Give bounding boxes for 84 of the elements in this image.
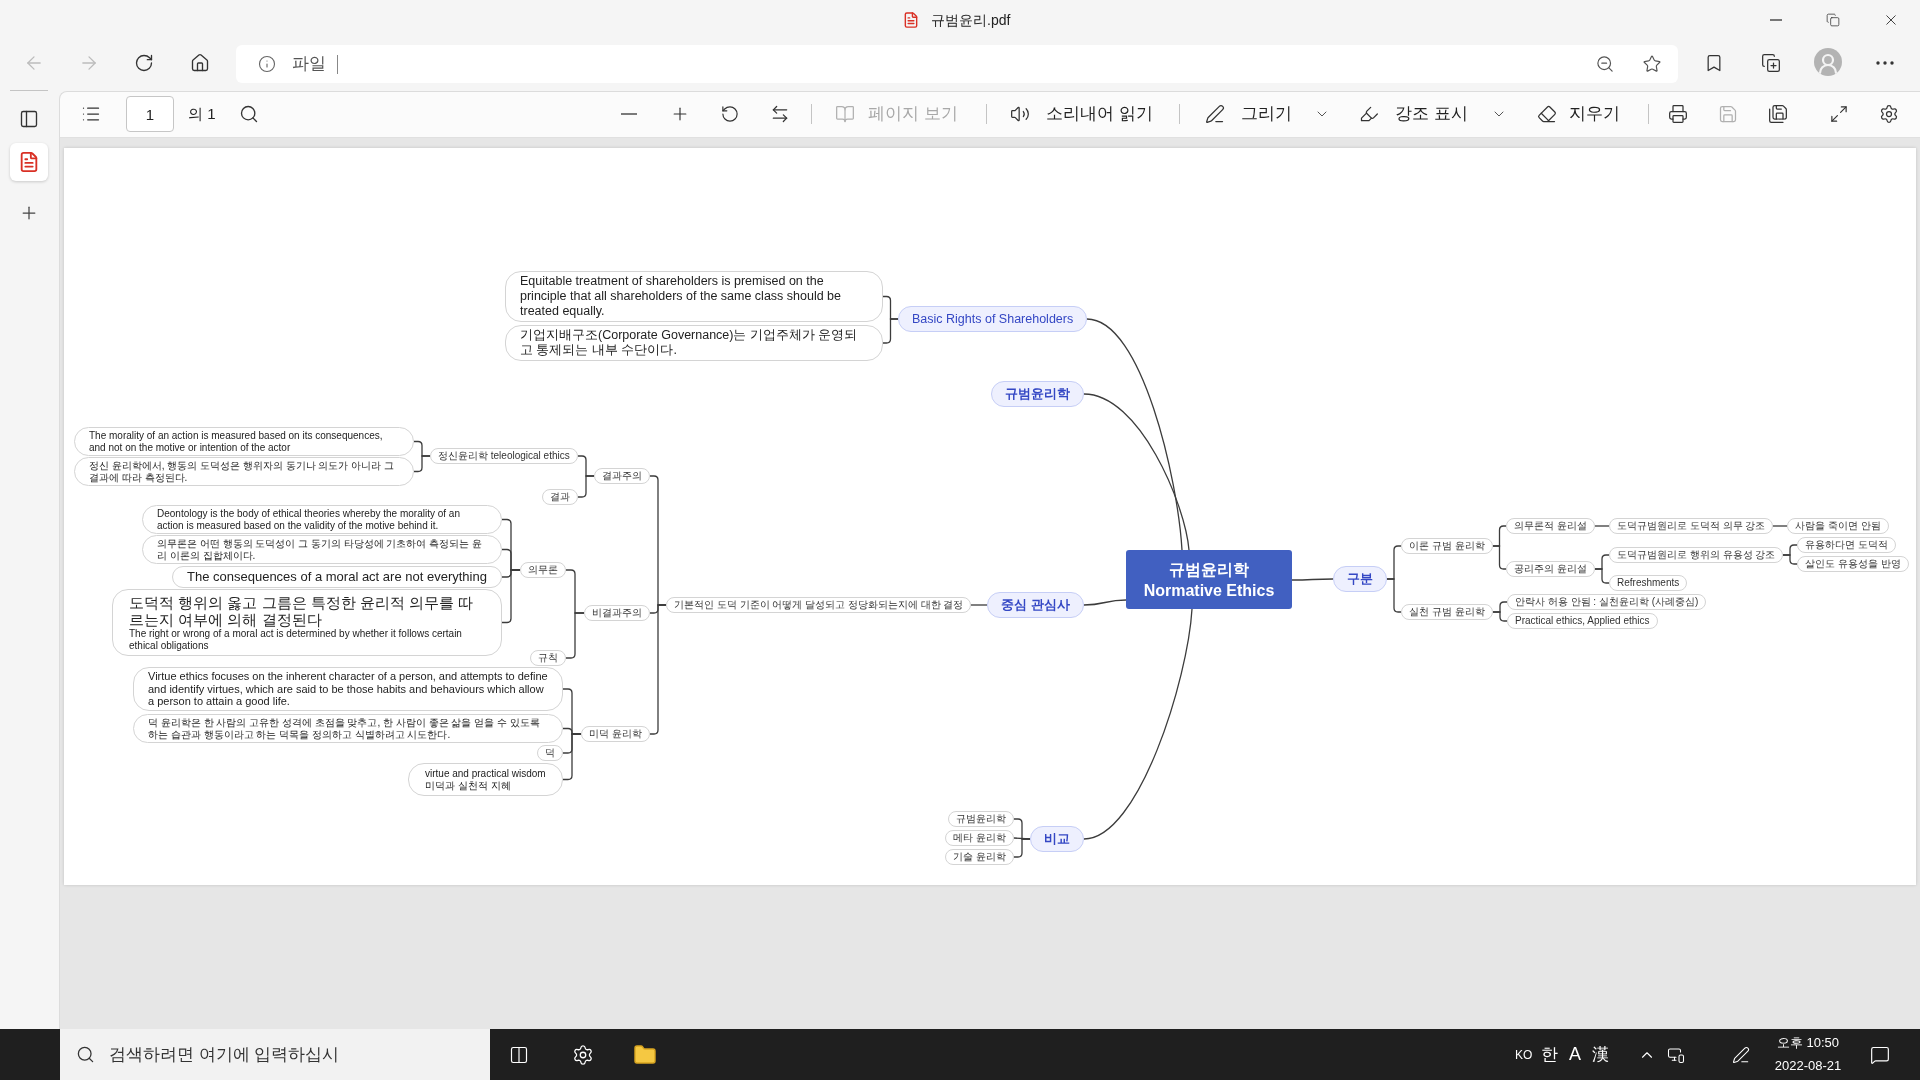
erase-label: 지우기 xyxy=(1569,104,1620,124)
subtopic: 덕 xyxy=(537,745,563,761)
connector-line xyxy=(562,733,582,781)
connector-line xyxy=(1782,554,1798,565)
connector-line xyxy=(1594,525,1610,527)
note-bubble: Equitable treatment of shareholders is premised on the principle that all shareholders of the same class should be treated equally. xyxy=(505,271,883,322)
subtopic: 의무론 xyxy=(520,562,566,578)
subtopic: 규칙 xyxy=(530,650,566,666)
subtopic: 도덕규범원리로 행위의 유용성 강조 xyxy=(1609,547,1784,563)
search-field: 검색하려면 여기에 입력하십시 xyxy=(60,1029,490,1080)
subtopic: 미덕 윤리학 xyxy=(581,726,650,742)
input-language-label: KO xyxy=(1515,1047,1533,1063)
connector-line xyxy=(501,569,521,624)
subtopic: 규범윤리학 xyxy=(948,811,1014,827)
subtopic: 비결과주의 xyxy=(584,605,650,621)
note-bubble xyxy=(112,589,502,656)
connector-line xyxy=(1492,545,1507,570)
connector-line xyxy=(1772,525,1788,527)
connector-line xyxy=(970,604,988,606)
central-topic xyxy=(1126,550,1292,609)
subtopic: 실천 규범 윤리학 xyxy=(1401,604,1493,620)
topic-subtext: 미덕과 실천적 지혜 xyxy=(425,779,512,791)
subtopic: 이론 규범 윤리학 xyxy=(1401,538,1493,554)
subtopic: 기본적인 도덕 기준이 어떻게 달성되고 정당화되는지에 대한 결정 xyxy=(666,597,972,613)
subtopic: 유용하다면 도덕적 xyxy=(1797,537,1896,553)
subtopic: 안락사 허용 안됨 : 실천윤리학 (사례중심) xyxy=(1507,594,1707,610)
connector-line xyxy=(1083,608,1193,840)
note-bubble: 의무론은 어떤 행동의 도덕성이 그 동기의 타당성에 기초하여 측정되는 윤리 이론의 집합체이다. xyxy=(142,535,502,564)
connector-line xyxy=(1386,578,1402,613)
topic-subtext: The right or wrong of a moral act is determined by whether it follows certain ethical obligations xyxy=(129,628,463,651)
subtopic: 의무론적 윤리설 xyxy=(1506,518,1595,534)
connector-line xyxy=(413,455,431,473)
window-title: 규범윤리.pdf xyxy=(931,11,1011,29)
page-count-label: 의 1 xyxy=(188,105,216,123)
note-bubble: Virtue ethics focuses on the inherent character of a person, and attempts to define and identify virtues, which are said to be those habits and behaviours which allow a person to attain a good life. xyxy=(133,667,563,711)
note-bubble: The consequences of a moral act are not everything xyxy=(172,566,502,588)
note-bubble xyxy=(408,763,563,796)
subtopic: 도덕규범원리로 도덕적 의무 강조 xyxy=(1609,518,1774,534)
branch-topic: 규범윤리학 xyxy=(991,381,1084,407)
note-bubble: 정신 윤리학에서, 행동의 도덕성은 행위자의 동기나 의도가 아니라 그 결과에 따라 측정된다. xyxy=(74,457,414,486)
connector-line xyxy=(1083,599,1127,606)
connector-line xyxy=(1083,393,1190,551)
input-mode-label: 한 xyxy=(1540,1044,1558,1066)
connector-line xyxy=(1492,611,1508,622)
branch-topic: 비교 xyxy=(1030,826,1084,852)
read-aloud-label: 소리내어 읽기 xyxy=(1046,104,1153,124)
topic-subtext: Normative Ethics xyxy=(1143,580,1275,601)
page-view-label: 페이지 보기 xyxy=(868,104,958,124)
topic-text: 도덕적 행위의 옳고 그름은 특정한 윤리적 의무를 따르는지 여부에 의해 결정된다 xyxy=(129,594,475,628)
connector-line xyxy=(565,612,585,659)
subtopic: Practical ethics, Applied ethics xyxy=(1507,613,1658,629)
connector-line xyxy=(577,475,595,498)
note-bubble: Deontology is the body of ethical theories whereby the morality of an action is measured based on the validity of the motive behind it. xyxy=(142,505,502,534)
clock-date: 2022-08-21 xyxy=(1774,1058,1842,1074)
highlight-label: 강조 표시 xyxy=(1395,104,1468,124)
page-number-field: 1 xyxy=(126,96,174,132)
note-bubble: 덕 윤리학은 한 사람의 고유한 성격에 초점을 맞추고, 한 사람이 좋은 삶을 얻을 수 있도록 하는 습관과 행동이라고 하는 덕목을 정의하고 식별하려고 시도한다. xyxy=(133,714,563,743)
draw-label: 그리기 xyxy=(1241,104,1292,124)
subtopic: 공리주의 윤리설 xyxy=(1506,561,1595,577)
connector-line xyxy=(649,604,667,735)
note-bubble: The morality of an action is measured based on its consequences, and not on the motive or intention of the actor xyxy=(74,427,414,456)
subtopic: 사람을 죽이면 안됨 xyxy=(1787,518,1889,534)
subtopic: 결과주의 xyxy=(594,468,650,484)
connector-line xyxy=(1086,318,1183,551)
branch-topic: 구분 xyxy=(1333,566,1387,592)
site-label: 파일 xyxy=(292,53,326,75)
connector-line xyxy=(1291,578,1334,581)
clock-time: 오후 10:50 xyxy=(1776,1035,1840,1051)
connector-line xyxy=(1013,838,1031,858)
topic-text: 규범윤리학 xyxy=(1169,559,1249,580)
subtopic: 메타 윤리학 xyxy=(945,830,1014,846)
connector-line xyxy=(882,318,899,344)
subtopic: Refreshments xyxy=(1609,575,1688,591)
subtopic: 결과 xyxy=(542,489,578,505)
branch-topic: Basic Rights of Shareholders xyxy=(898,306,1088,332)
input-mode-label: 漢 xyxy=(1591,1044,1609,1066)
subtopic: 정신윤리학 teleological ethics xyxy=(430,448,578,464)
branch-topic: 중심 관심사 xyxy=(987,592,1084,618)
input-mode-label: A xyxy=(1569,1044,1581,1066)
topic-text: virtue and practical wisdom xyxy=(425,768,546,780)
subtopic: 살인도 유용성을 반영 xyxy=(1797,556,1909,572)
subtopic: 기술 윤리학 xyxy=(945,849,1014,865)
note-bubble: 기업지배구조(Corporate Governance)는 기업주체가 운영되고 통제되는 내부 수단이다. xyxy=(505,325,883,361)
connector-line xyxy=(1594,568,1610,584)
